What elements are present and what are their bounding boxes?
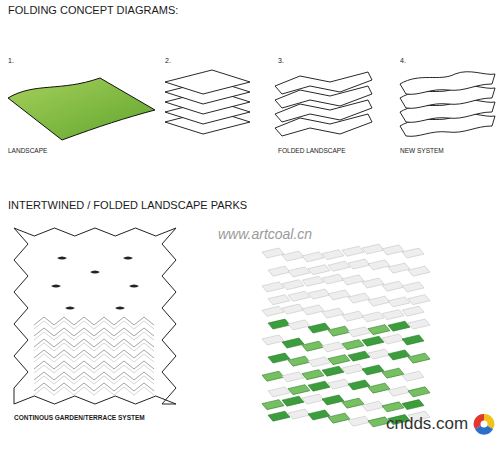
diagram-title: FOLDING CONCEPT DIAGRAMS:	[8, 4, 178, 17]
terrace-tower-outline	[14, 228, 176, 404]
step-caption: FOLDED LANDSCAPE	[278, 147, 346, 154]
step-number: 4.	[400, 57, 406, 65]
stacked-planes	[165, 70, 250, 134]
step-caption: NEW SYSTEM	[400, 147, 444, 154]
logo-mark	[474, 414, 495, 435]
step-number: 2.	[165, 57, 171, 65]
figure-caption: CONTINOUS GARDEN/TERRACE SYSTEM	[14, 414, 145, 421]
green-layer-stack	[262, 244, 430, 427]
watermark: cndds.com	[386, 414, 468, 434]
step-caption: LANDSCAPE	[8, 147, 47, 154]
wavy-planes	[400, 72, 495, 137]
step-number: 3.	[278, 57, 284, 65]
step-number: 1.	[8, 57, 14, 65]
section-heading: INTERTWINED / FOLDED LANDSCAPE PARKS	[8, 199, 247, 212]
landscape-sheet	[8, 78, 155, 140]
watermark: www.artcoal.cn	[218, 226, 312, 242]
folded-planes	[275, 72, 372, 136]
